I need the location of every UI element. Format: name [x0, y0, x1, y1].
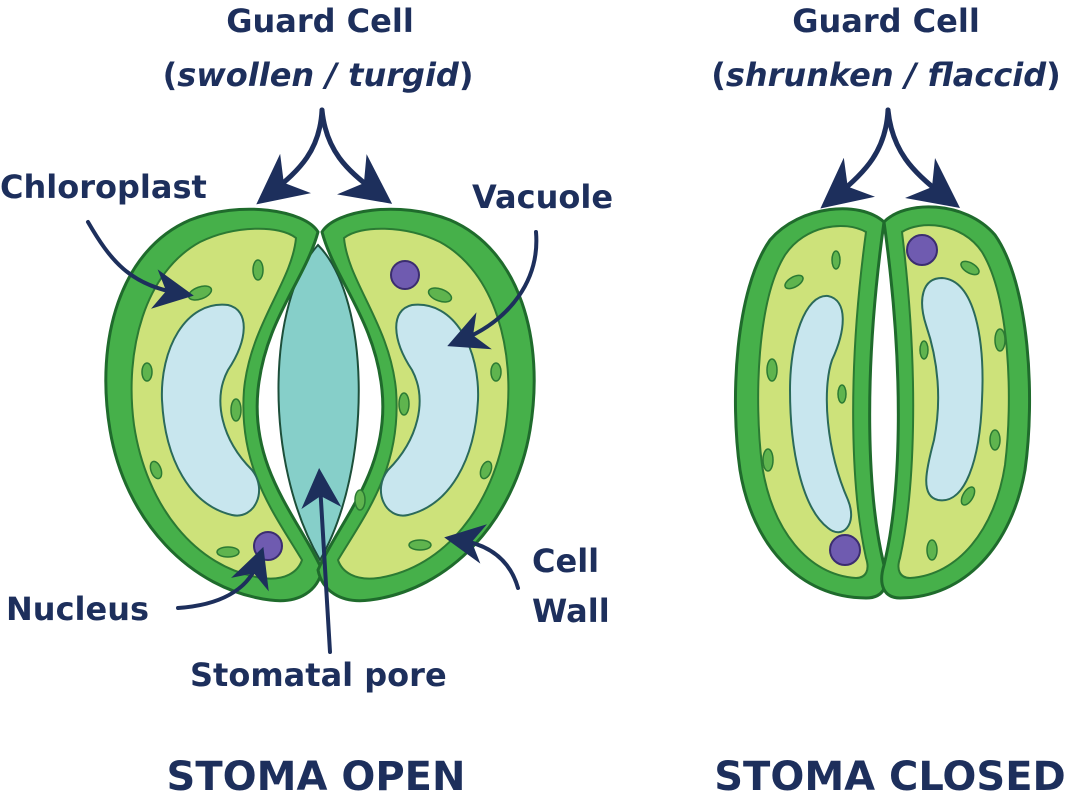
open-label-arrows	[86, 220, 539, 654]
label-vacuole: Vacuole	[472, 178, 613, 216]
closed-left-guard-cell	[733, 207, 888, 600]
chloroplast-icon	[408, 539, 432, 551]
vacuole	[379, 303, 480, 517]
label-chloroplast: Chloroplast	[0, 168, 207, 206]
paren-open: (	[163, 56, 178, 94]
chloroplast-icon	[479, 460, 493, 480]
closed-guard-cell-state: (shrunken / flaccid)	[711, 56, 1061, 94]
nucleus-icon	[906, 234, 938, 266]
caption-stoma-open: STOMA OPEN	[167, 754, 466, 797]
chloroplast-icon	[994, 328, 1006, 352]
curved-arrow-icon	[447, 230, 539, 350]
chloroplast-icon	[926, 539, 938, 561]
closed-stoma: Guard Cell (shrunken / flaccid) STOMA CL…	[711, 2, 1066, 797]
chloroplast-icon	[837, 384, 847, 404]
open-guard-cell-state: (swollen / turgid)	[163, 56, 474, 94]
curved-arrow-icon	[176, 546, 269, 610]
label-cell: Cell	[532, 542, 599, 580]
closed-right-guard-cell	[880, 205, 1032, 600]
state-text: shrunken / flaccid	[726, 56, 1047, 94]
chloroplast-icon	[252, 259, 264, 281]
label-wall: Wall	[532, 592, 610, 630]
chloroplast-icon	[490, 362, 502, 382]
closed-guard-cell-arrows	[820, 107, 960, 209]
chloroplast-icon	[831, 250, 841, 270]
chloroplast-icon	[354, 489, 366, 511]
curved-arrow-icon	[319, 107, 393, 204]
caption-stoma-closed: STOMA CLOSED	[714, 754, 1066, 797]
chloroplast-icon	[398, 392, 410, 416]
chloroplast-icon	[919, 340, 929, 360]
open-guard-cell-arrows	[256, 107, 393, 205]
nucleus-icon	[390, 260, 420, 290]
label-stomatal-pore: Stomatal pore	[190, 656, 447, 694]
open-right-guard-cell	[316, 207, 536, 603]
paren-open: (	[711, 56, 726, 94]
curved-arrow-icon	[885, 107, 960, 209]
chloroplasts	[919, 260, 1006, 561]
nucleus-icon	[253, 531, 283, 561]
vacuole	[788, 294, 853, 534]
chloroplasts	[762, 250, 847, 472]
chloroplast-icon	[960, 260, 980, 276]
state-text: swollen / turgid	[177, 56, 460, 94]
curved-arrow-icon	[86, 220, 194, 309]
chloroplast-icon	[960, 486, 976, 506]
vacuole	[160, 303, 261, 517]
curved-arrow-icon	[256, 107, 325, 205]
chloroplast-icon	[784, 274, 804, 290]
chloroplast-icon	[149, 460, 163, 480]
chloroplast-icon	[989, 429, 1001, 451]
paren-close: )	[1046, 56, 1061, 94]
chloroplast-icon	[216, 546, 240, 558]
open-guard-cell-title: Guard Cell	[226, 2, 414, 40]
chloroplast-icon	[762, 448, 774, 472]
chloroplast-icon	[427, 287, 453, 303]
chloroplast-icon	[230, 398, 242, 422]
chloroplasts	[354, 287, 502, 551]
vacuole	[921, 276, 984, 502]
curved-arrow-icon	[301, 468, 342, 654]
curved-arrow-icon	[444, 524, 520, 590]
chloroplast-icon	[141, 362, 153, 382]
paren-close: )	[459, 56, 474, 94]
curved-arrow-icon	[820, 107, 891, 209]
nucleus-icon	[829, 534, 861, 566]
chloroplast-icon	[766, 358, 778, 382]
open-stoma: Guard Cell (swollen / turgid) Chloroplas…	[0, 2, 613, 797]
label-nucleus: Nucleus	[6, 590, 149, 628]
closed-guard-cell-title: Guard Cell	[792, 2, 980, 40]
